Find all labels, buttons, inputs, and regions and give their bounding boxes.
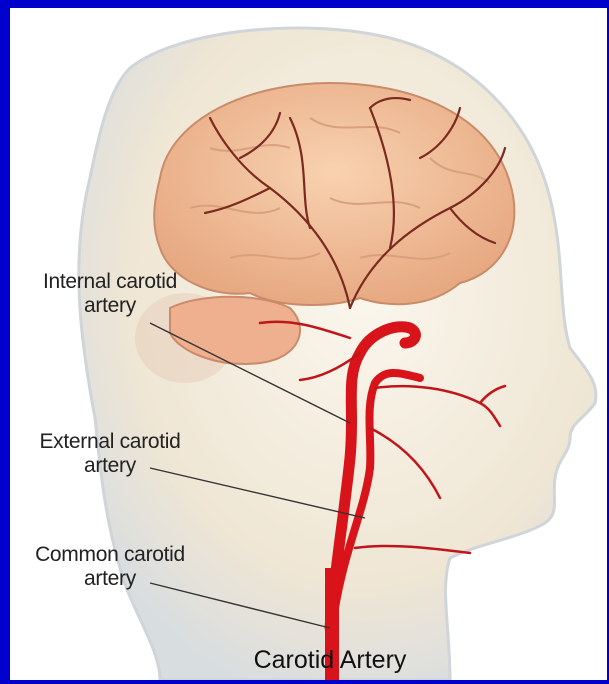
diagram-frame: Internal carotid artery External carotid… — [10, 8, 607, 680]
figure-caption: Carotid Artery — [190, 646, 470, 675]
external-carotid-label: External carotid artery — [10, 430, 210, 478]
external-carotid-label-line1: External carotid — [10, 430, 210, 454]
internal-carotid-label-line2: artery — [10, 294, 210, 318]
external-carotid-label-line2: artery — [10, 454, 210, 478]
common-carotid-label: Common carotid artery — [10, 543, 210, 591]
common-carotid-label-line1: Common carotid — [10, 543, 210, 567]
internal-carotid-label: Internal carotid artery — [10, 270, 210, 318]
common-carotid-label-line2: artery — [10, 567, 210, 591]
internal-carotid-label-line1: Internal carotid — [10, 270, 210, 294]
